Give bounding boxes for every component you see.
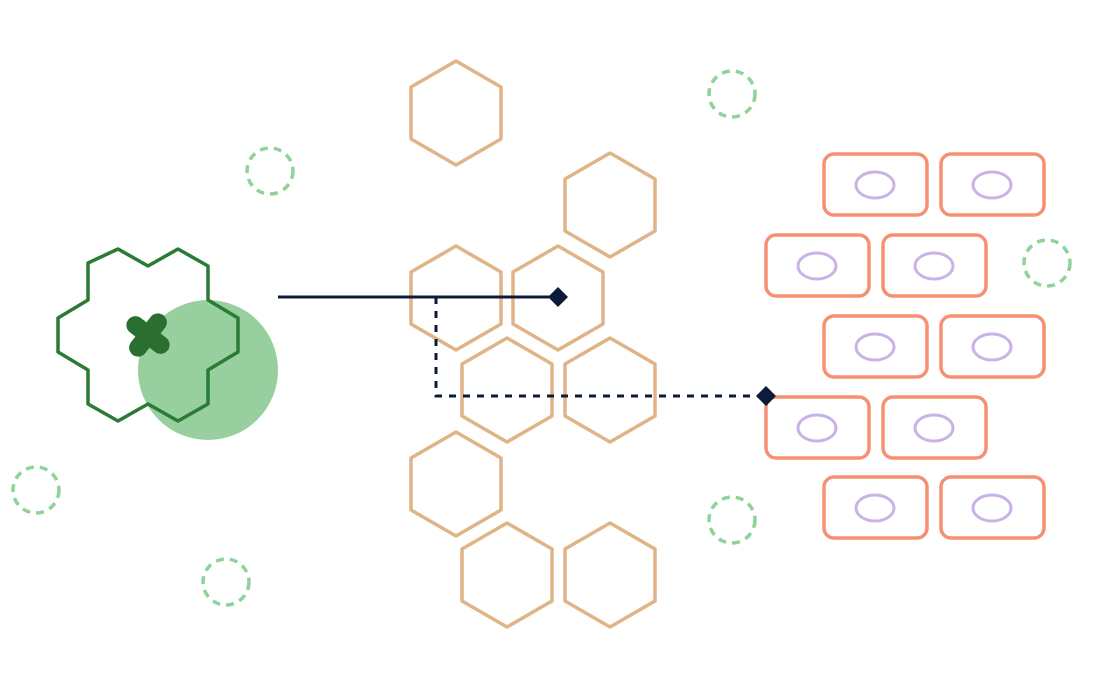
cell-icon xyxy=(822,314,929,379)
cell-nucleus xyxy=(854,170,896,200)
cell-nucleus xyxy=(913,251,955,281)
connector-lines xyxy=(278,287,776,406)
cross-mark-icon xyxy=(126,313,170,357)
cell-nucleus xyxy=(796,251,838,281)
dashed-circle-icon xyxy=(1022,238,1072,288)
dashed-circle-icon xyxy=(707,495,757,545)
hexagon-icon xyxy=(409,244,503,352)
cell-grid xyxy=(764,152,1046,540)
cell-icon xyxy=(939,314,1046,379)
cell-icon xyxy=(822,152,929,217)
hexagon-icon xyxy=(563,521,657,629)
dashed-circle-icon xyxy=(11,465,61,515)
hexagon-cluster-icon xyxy=(56,247,240,423)
diamond-endpoint-icon xyxy=(548,287,568,307)
cell-membrane xyxy=(939,475,1046,540)
dashed-circle-icon xyxy=(245,146,295,196)
cell-nucleus xyxy=(854,493,896,523)
hexagon-icon xyxy=(409,430,503,538)
cell-membrane xyxy=(822,475,929,540)
dashed-circle-icon xyxy=(707,69,757,119)
cell-membrane xyxy=(822,314,929,379)
diamond-endpoint-icon xyxy=(756,386,776,406)
cell-icon xyxy=(939,475,1046,540)
cell-icon xyxy=(764,395,871,460)
hexagon-icon xyxy=(563,336,657,444)
cell-nucleus xyxy=(971,332,1013,362)
cell-icon xyxy=(881,233,988,298)
cell-nucleus xyxy=(971,170,1013,200)
hexagon-icon xyxy=(460,521,554,629)
dashed-connector-line xyxy=(434,297,766,398)
hexagon-icon xyxy=(563,151,657,259)
cell-icon xyxy=(939,152,1046,217)
cell-nucleus xyxy=(854,332,896,362)
hexagon-icon xyxy=(460,336,554,444)
cell-membrane xyxy=(764,233,871,298)
cell-membrane xyxy=(764,395,871,460)
decorative-dashed-circles xyxy=(11,69,1072,607)
cell-nucleus xyxy=(913,413,955,443)
cell-nucleus xyxy=(796,413,838,443)
cell-membrane xyxy=(881,233,988,298)
cell-membrane xyxy=(939,152,1046,217)
cell-icon xyxy=(822,475,929,540)
hexagon-grid xyxy=(409,59,657,629)
cell-icon xyxy=(764,233,871,298)
cell-icon xyxy=(881,395,988,460)
cell-membrane xyxy=(939,314,1046,379)
hexagon-icon xyxy=(511,244,605,352)
hexagon-icon xyxy=(409,59,503,167)
dashed-circle-icon xyxy=(201,557,251,607)
cell-nucleus xyxy=(971,493,1013,523)
hexagon-cluster-group xyxy=(56,247,278,440)
cell-membrane xyxy=(822,152,929,217)
cell-membrane xyxy=(881,395,988,460)
